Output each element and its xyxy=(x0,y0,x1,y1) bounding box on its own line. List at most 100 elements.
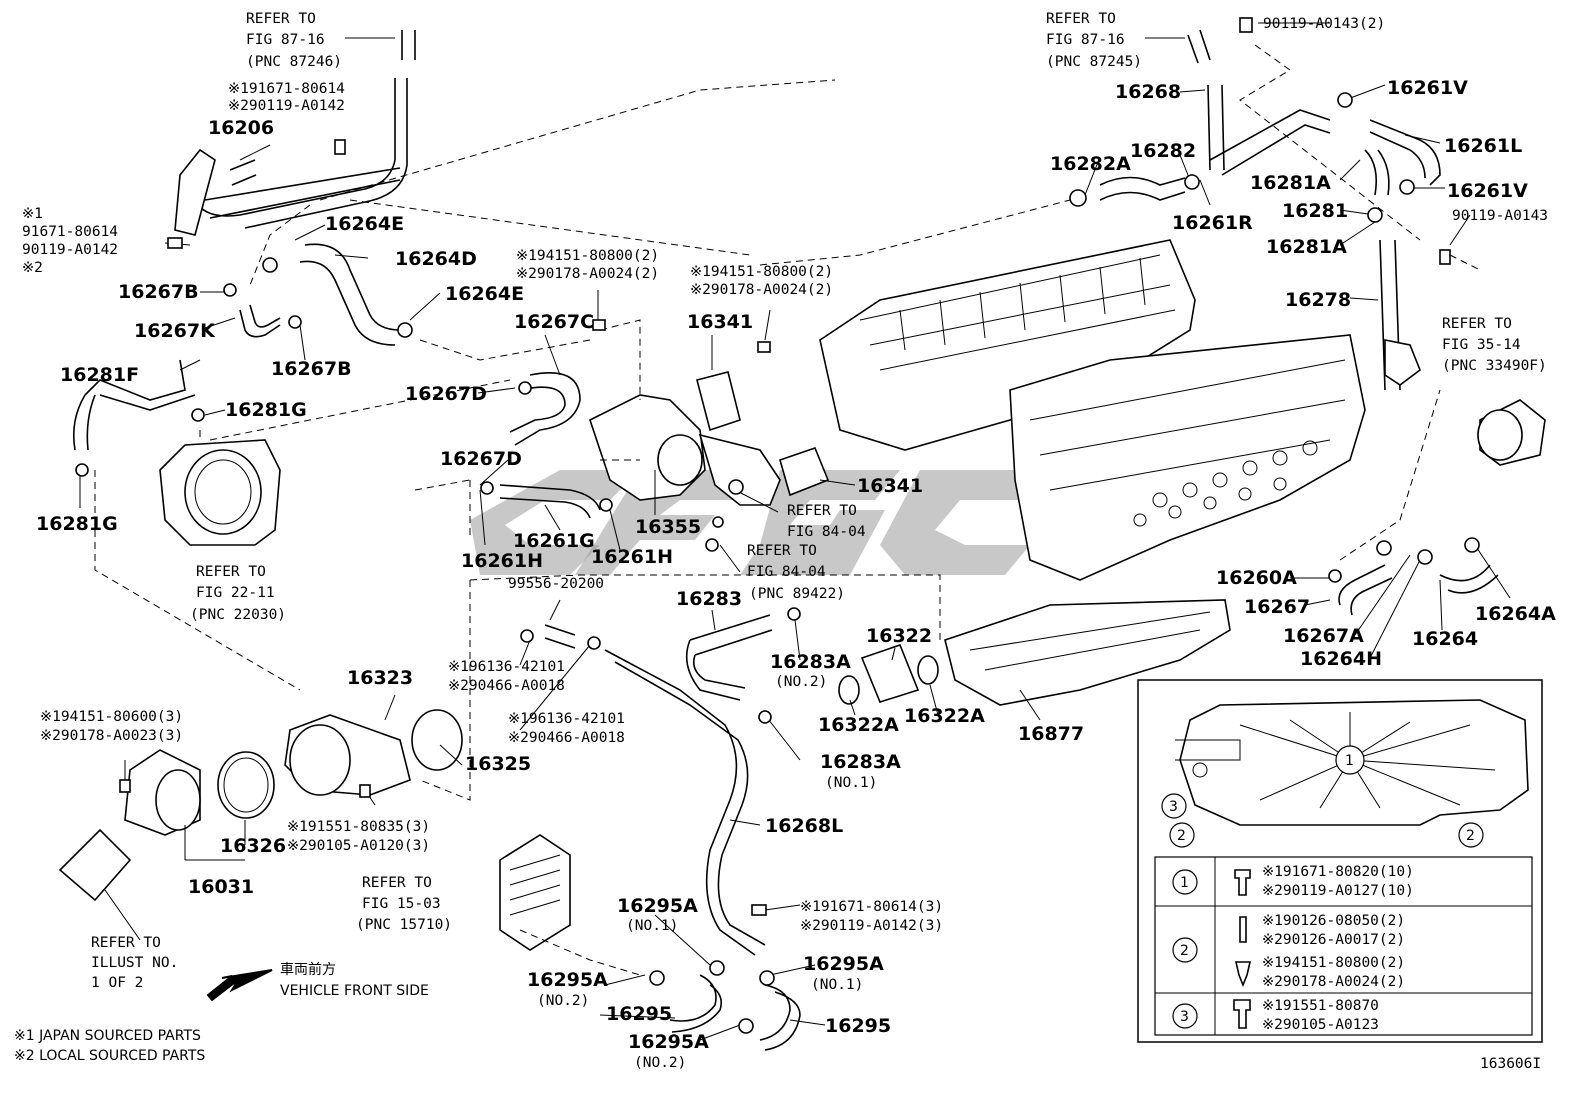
ref-line: ILLUST NO. xyxy=(91,955,178,971)
part-label: 16267C xyxy=(514,311,594,333)
legend-callout-2 xyxy=(1169,822,1195,848)
ref-line: REFER TO xyxy=(362,875,432,891)
ref-line: REFER TO xyxy=(196,564,266,580)
part-label: 16264D xyxy=(395,248,477,270)
ref-line: FIG 87-16 xyxy=(246,32,325,48)
legend-part: ※191671-80820(10) xyxy=(1262,864,1414,880)
part-label-note: (NO.1) xyxy=(811,977,863,993)
front-arrow-icon xyxy=(206,969,273,1002)
part-label: 16322 xyxy=(866,625,932,647)
fastener-label: ※191671-80614(3) xyxy=(800,899,943,915)
ref-line: 1 OF 2 xyxy=(91,975,143,991)
ref-line: REFER TO xyxy=(91,935,161,951)
fastener-label: ※191551-80835(3) xyxy=(287,819,430,835)
part-label-note: (NO.2) xyxy=(634,1055,686,1071)
ref-line: REFER TO xyxy=(246,11,316,27)
note-local-sourced: ※2 LOCAL SOURCED PARTS xyxy=(14,1048,205,1064)
ref-line: FIG 15-03 xyxy=(362,896,441,912)
fastener-label: ※290119-A0142 xyxy=(228,98,345,114)
ref-fig-84-04-b: REFER TO FIG 84-04 (PNC 89422) xyxy=(747,543,845,602)
legend-row-1: 1 ※191671-80820(10) ※290119-A0127(10) xyxy=(1172,864,1414,899)
ref-fig-22-11: REFER TO FIG 22-11 (PNC 22030) xyxy=(190,564,286,623)
front-label-en: VEHICLE FRONT SIDE xyxy=(280,983,429,999)
part-label: 16281F xyxy=(60,364,139,386)
fastener-label: ※191671-80614 xyxy=(228,81,345,97)
ref-fig-15-03: REFER TO FIG 15-03 (PNC 15710) xyxy=(356,875,452,933)
fastener-label: ※194151-80600(3) xyxy=(40,709,183,725)
legend-part: ※290119-A0127(10) xyxy=(1262,883,1414,899)
part-label: 16295A xyxy=(527,969,608,991)
bolt-icon xyxy=(1234,869,1251,896)
part-label: 16268L xyxy=(765,815,843,837)
legend-row-num: 3 xyxy=(1180,1009,1189,1025)
legend-callout-num: 2 xyxy=(1177,828,1186,844)
part-label: 16322A xyxy=(904,705,985,727)
part-label-note: (NO.2) xyxy=(537,993,589,1009)
stud-icon xyxy=(1239,916,1247,943)
part-label: 16326 xyxy=(220,835,286,857)
part-label: 16323 xyxy=(347,667,413,689)
legend-row-num: 1 xyxy=(1180,875,1189,891)
fastener-label: ※2 xyxy=(22,260,43,276)
part-label: 16264 xyxy=(1412,628,1478,650)
part-label: 16267 xyxy=(1244,596,1310,618)
part-label: 16282 xyxy=(1130,140,1196,162)
front-label-jp: 車両前方 xyxy=(280,961,336,978)
vehicle-front-indicator: 車両前方 VEHICLE FRONT SIDE xyxy=(206,961,429,1002)
ref-line: (PNC 22030) xyxy=(190,607,286,623)
connector-lines xyxy=(79,22,1511,1041)
fastener-label: ※1 xyxy=(22,206,43,222)
legend-table xyxy=(1154,856,1533,1036)
part-sketches xyxy=(58,29,1546,1051)
ref-fig-84-04-a: REFER TO FIG 84-04 xyxy=(787,503,866,540)
legend-part: ※290126-A0017(2) xyxy=(1262,932,1405,948)
watermark xyxy=(470,470,1050,575)
part-label: 16261H xyxy=(591,546,673,568)
legend-row-3: 3 ※191551-80870 ※290105-A0123 xyxy=(1172,998,1379,1033)
fastener-label: ※196136-42101 xyxy=(508,711,625,727)
part-label: 16260A xyxy=(1216,567,1297,589)
figure-id: 163606I xyxy=(1480,1056,1541,1072)
part-label: 16281 xyxy=(1282,200,1348,222)
part-label: 16281A xyxy=(1250,172,1331,194)
ref-line: FIG 35-14 xyxy=(1442,337,1521,353)
ref-top-right: REFER TO FIG 87-16 (PNC 87245) xyxy=(1046,11,1142,70)
fastener-label: ※290178-A0024(2) xyxy=(516,266,659,282)
ref-line: REFER TO xyxy=(1442,316,1512,332)
part-label: 16268 xyxy=(1115,81,1181,103)
ref-line: (PNC 33490F) xyxy=(1442,358,1547,374)
legend-part: ※290105-A0123 xyxy=(1262,1017,1379,1033)
part-label: 16031 xyxy=(188,876,254,898)
part-label: 16295A xyxy=(617,895,698,917)
fastener-label: ※290119-A0142(3) xyxy=(800,918,943,934)
legend-callout-num: 3 xyxy=(1169,799,1178,815)
part-label: 16267B xyxy=(271,358,352,380)
part-label: 16877 xyxy=(1018,723,1084,745)
fastener-label: ※196136-42101 xyxy=(448,659,565,675)
part-label: 16267D xyxy=(440,448,522,470)
part-label: 16267B xyxy=(118,281,199,303)
fastener-label: ※290466-A0018 xyxy=(508,730,625,746)
nut-icon xyxy=(1234,961,1252,988)
part-label: 16283A xyxy=(770,651,851,673)
part-label: 16295 xyxy=(825,1015,891,1037)
part-label: 16206 xyxy=(208,117,274,139)
ref-line: (PNC 15710) xyxy=(356,917,452,933)
ref-line: REFER TO xyxy=(1046,11,1116,27)
ref-line: (PNC 89422) xyxy=(749,586,845,602)
part-label-note: (NO.2) xyxy=(775,674,827,690)
part-label: 16281A xyxy=(1266,236,1347,258)
part-label: 16261V xyxy=(1447,180,1528,202)
part-label: 16267K xyxy=(134,320,216,342)
legend-row-2: 2 ※190126-08050(2) ※290126-A0017(2) ※194… xyxy=(1172,913,1405,990)
part-label: 99556-20200 xyxy=(508,576,604,592)
legend-part: ※290178-A0024(2) xyxy=(1262,974,1405,990)
part-label: 16267A xyxy=(1283,625,1364,647)
part-label: 16278 xyxy=(1285,289,1351,311)
ref-line: FIG 87-16 xyxy=(1046,32,1125,48)
legend-callout-2b xyxy=(1458,822,1484,848)
legend-callout-num: 1 xyxy=(1345,753,1354,769)
part-label: 16341 xyxy=(857,475,923,497)
part-label: 16267D xyxy=(405,383,487,405)
